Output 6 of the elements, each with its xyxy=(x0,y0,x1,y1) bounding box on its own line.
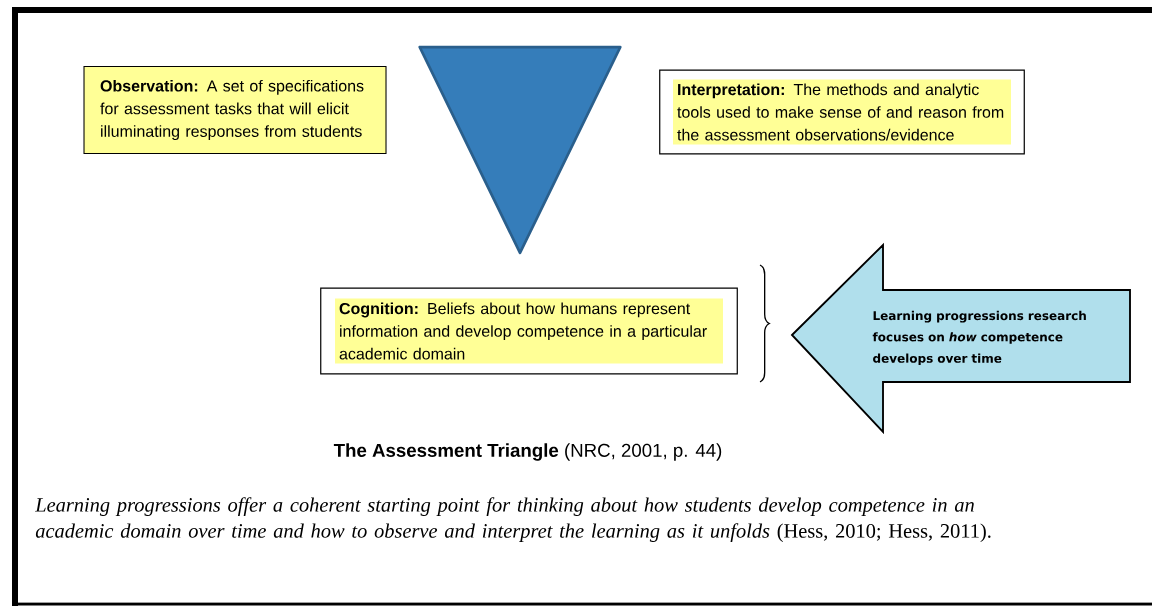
text-box: Observation: A set of specifications for assessment tasks that will elicit illuminating responses from students xyxy=(83,66,387,154)
triangle xyxy=(418,45,622,255)
text-box: Cognition: Beliefs about how humans represent information and develop competence in a particular academic domain xyxy=(320,287,738,375)
caption: Learning progressions offer a coherent starting point for thinking about how students develop competence in an academic domain over time and how to observe and interpret the learning as it unfolds (Hess, 2010; Hess, 2011). xyxy=(35,497,991,542)
figure-title: The Assessment Triangle (NRC, 2001, p. 44) xyxy=(333,443,722,461)
text-box: Interpretation: The methods and analytic tools used to make sense of and reason from the assessment observations/evidence xyxy=(659,69,1025,155)
